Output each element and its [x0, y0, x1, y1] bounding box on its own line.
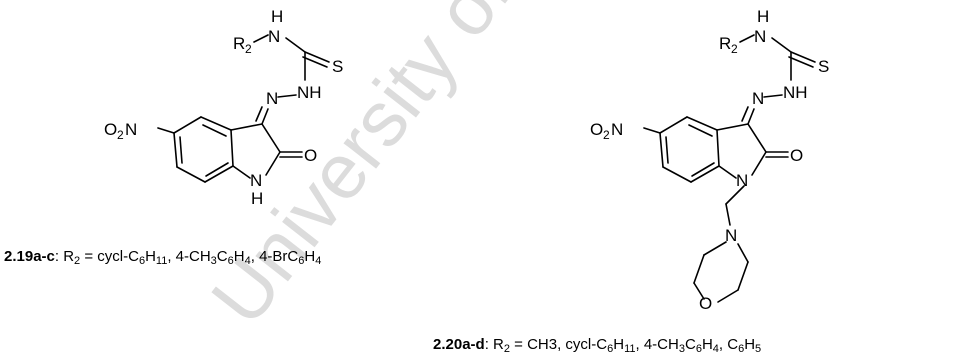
m1-no2-sub: 2 [117, 128, 124, 142]
m1-o-carbonyl: O [304, 146, 317, 165]
caption-2-20: 2.20a-d: R2 = CH3, cycl-C6H11, 4-CH3C6H4… [433, 336, 762, 355]
m1-s-atom: S [332, 57, 343, 76]
m1-h-ring: H [251, 189, 263, 208]
m2-r-sub: 2 [731, 42, 738, 56]
m2-nh-hydrazine: NH [783, 83, 808, 102]
m1-r-sub: 2 [245, 42, 252, 56]
m2-o-carbonyl: O [790, 146, 803, 165]
m1-n-top: N [268, 27, 280, 46]
molecule-2-atoms: R 2 N H S N NH O 2 N O N N O [590, 7, 829, 313]
m1-n-ring: N [250, 171, 262, 190]
m2-n-imine: N [752, 89, 764, 108]
caption-2-19: 2.19a-c: R2 = cycl-C6H11, 4-CH3C6H4, 4-B… [4, 248, 322, 267]
m2-no2-sub: 2 [603, 128, 610, 142]
m1-no2-o: O [104, 120, 117, 139]
m2-n-ring: N [736, 171, 748, 190]
m2-n-top: N [754, 27, 766, 46]
m2-no2-o: O [590, 120, 603, 139]
m1-n-imine: N [266, 89, 278, 108]
molecule-2-bonds [643, 34, 816, 303]
caption-2-19-compound: 2.19a-c [4, 248, 55, 265]
m2-no2-n: N [611, 120, 623, 139]
m1-h-top: H [271, 7, 283, 26]
m2-s-atom: S [818, 57, 829, 76]
m1-no2-n: N [125, 120, 137, 139]
m1-r-label: R [233, 34, 245, 53]
caption-2-20-compound: 2.20a-d [433, 336, 485, 353]
m2-h-top: H [757, 7, 769, 26]
molecule-1-bonds [157, 34, 330, 183]
m2-o-morpholine: O [699, 294, 712, 313]
m2-n-morpholine: N [725, 226, 737, 245]
m1-nh-hydrazine: NH [297, 83, 322, 102]
molecule-1-atoms: R 2 N H S N NH O 2 N O N H [104, 7, 343, 208]
m2-r-label: R [719, 34, 731, 53]
